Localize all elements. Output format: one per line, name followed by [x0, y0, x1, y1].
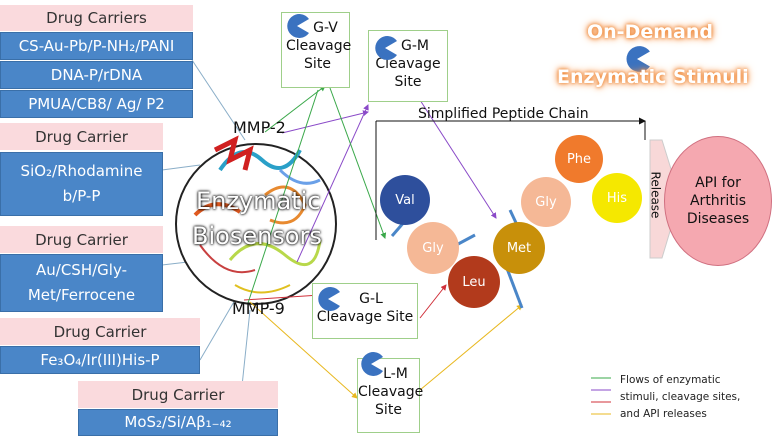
carrier-box-5: MoS₂/Si/Aβ₁₋₄₂: [78, 409, 278, 436]
amino-acid-val: Val: [380, 175, 430, 225]
amino-acid-phe: Phe: [555, 135, 603, 183]
gm-label: G-M: [401, 38, 429, 54]
gl-label: G-L: [359, 291, 383, 307]
carrier-row-2: DNA-P/rDNA: [0, 61, 193, 89]
drug-carrier-header-4: Drug Carrier: [0, 318, 200, 345]
gv-cleavage-text: Cleavage: [286, 38, 352, 54]
api-circle: API for Arthritis Diseases: [664, 136, 772, 266]
amino-acid-leu: Leu: [448, 256, 500, 308]
carrier-row-1: CS-Au-Pb/P-NH₂/PANI: [0, 32, 193, 60]
carrier-box-4: Fe₃O₄/Ir(III)His-P: [0, 346, 200, 374]
amino-acid-gly-1: Gly: [407, 222, 459, 274]
gl-cleavage-text: Cleavage Site: [316, 309, 414, 325]
gv-site-text: Site: [304, 56, 331, 72]
enzymatic-biosensor-circle: [175, 135, 337, 305]
legend-text: Flows of enzymatic stimuli, cleavage sit…: [620, 372, 740, 423]
gm-site-text: Site: [394, 74, 422, 90]
legend-line1: Flows of enzymatic: [620, 374, 721, 386]
pacman-icon: [626, 46, 650, 72]
amino-acid-met: Met: [493, 222, 545, 274]
legend-arrows: [591, 377, 611, 415]
pacman-icon: [287, 14, 309, 38]
api-line3: Diseases: [686, 211, 750, 227]
carrier-row-3: PMUA/CB8/ Ag/ P2: [0, 90, 193, 118]
amino-acid-gly-2: Gly: [521, 177, 571, 227]
lm-site-text: Site: [375, 402, 402, 418]
pacman-icon: [375, 36, 397, 60]
legend-line2: stimuli, cleavage sites,: [620, 391, 741, 403]
enzymatic-title: Enzymatic: [196, 187, 321, 215]
legend-line3: and API releases: [620, 408, 707, 420]
pacman-icon: [318, 287, 340, 311]
carrier-box-3-line2: Met/Ferrocene: [27, 286, 136, 304]
carrier-box-3-line1: Au/CSH/Gly-: [36, 261, 127, 279]
gl-cleavage-site: G-L Cleavage Site: [312, 283, 418, 339]
carrier-box-3: Au/CSH/Gly- Met/Ferrocene: [0, 254, 163, 312]
drug-carrier-header-5: Drug Carrier: [78, 381, 278, 408]
lm-label: L-M: [383, 366, 408, 382]
biosensors-title: Biosensors: [192, 222, 322, 250]
drug-carrier-header-2: Drug Carrier: [0, 123, 163, 150]
gv-label: G-V: [313, 20, 338, 36]
carrier-box-2-line1: SiO₂/Rhodamine: [20, 162, 143, 180]
release-label: Release: [648, 171, 663, 219]
carrier-box-2: SiO₂/Rhodamine b/P-P: [0, 152, 163, 216]
enzymatic-stimuli-heading: Enzymatic Stimuli: [557, 66, 749, 88]
gm-cleavage-site: G-M Cleavage Site: [368, 30, 448, 102]
pacman-icon: [361, 352, 383, 376]
gm-cleavage-text: Cleavage: [375, 56, 441, 72]
lm-cleavage-site: L-M Cleavage Site: [357, 352, 424, 433]
mmp2-label: MMP-2: [233, 118, 286, 137]
api-line2: Arthritis: [689, 193, 746, 209]
carrier-box-2-line2: b/P-P: [62, 187, 101, 205]
peptide-chain-bracket: [375, 117, 646, 240]
gv-cleavage-site: G-V Cleavage Site: [281, 12, 352, 88]
lm-cleavage-text: Cleavage: [358, 384, 424, 400]
on-demand-heading: On-Demand: [587, 21, 713, 43]
peptide-chain-title: Simplified Peptide Chain: [418, 106, 589, 122]
drug-carriers-header: Drug Carriers: [0, 5, 193, 31]
drug-carrier-header-3: Drug Carrier: [0, 226, 163, 253]
amino-acid-his: His: [592, 173, 642, 223]
api-line1: API for: [695, 175, 741, 191]
mmp9-label: MMP-9: [232, 299, 285, 318]
